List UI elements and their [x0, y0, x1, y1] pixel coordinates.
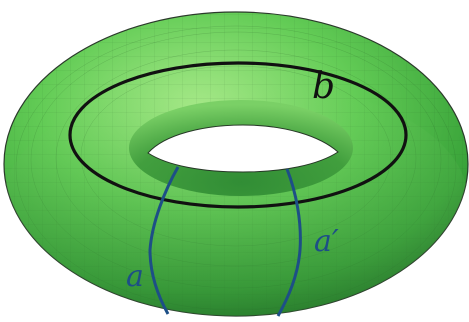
curve-a — [148, 166, 180, 315]
curve-b — [68, 61, 408, 209]
curve-a-prime — [276, 168, 302, 317]
torus-hole — [147, 124, 339, 173]
label-a: a — [126, 259, 144, 294]
label-a-prime: a′ — [314, 224, 339, 259]
label-b: b — [312, 66, 335, 107]
